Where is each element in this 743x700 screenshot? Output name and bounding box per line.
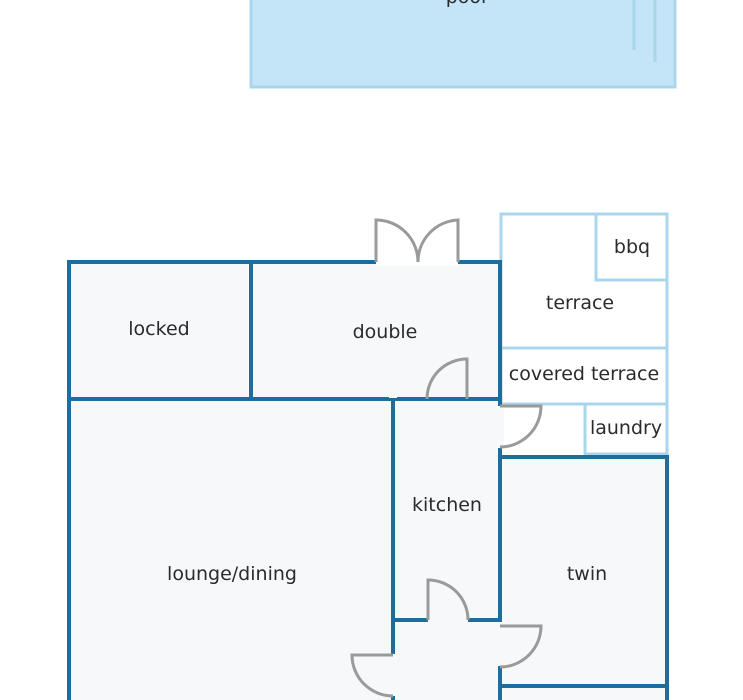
room-double: [249, 260, 502, 401]
kitchen-door-swing: [425, 357, 469, 400]
locked-label: locked: [128, 318, 189, 340]
door-swings: [350, 218, 543, 698]
double-label: double: [353, 321, 418, 343]
laundry-area: [583, 402, 669, 456]
terrace-label: terrace: [546, 292, 614, 314]
room-labels: locked double terrace bbq covered terrac…: [128, 236, 662, 585]
bbq-label: bbq: [614, 236, 650, 258]
outdoor-areas: [499, 212, 669, 456]
french-door-left-swing: [374, 218, 420, 263]
laundry-label: laundry: [590, 417, 662, 439]
kitchen-door-gap: [389, 356, 397, 398]
rooms: [67, 260, 669, 700]
bbq-area: [594, 212, 669, 282]
twin-label: twin: [567, 563, 607, 585]
pool-label: pool: [446, 0, 487, 8]
pool-water: [249, 0, 677, 89]
hallway-left-door-swing: [350, 653, 394, 698]
room-twin: [498, 455, 669, 688]
covered-terrace-label: covered terrace: [509, 363, 659, 385]
twin-door-swing: [499, 624, 543, 669]
room-bottom-right: [498, 684, 669, 700]
hallway-top-door-gap: [428, 616, 468, 624]
hallway-left-door-gap: [389, 654, 397, 696]
hallway-top-door-swing: [426, 578, 470, 621]
french-door-right-swing: [416, 218, 460, 263]
kitchen-side-door-gap: [496, 406, 504, 448]
twin-door-gap: [496, 622, 504, 666]
room-hallway: [391, 618, 502, 700]
lounge-dining-label: lounge/dining: [167, 563, 297, 585]
room-lounge-dining: [67, 397, 395, 700]
kitchen-side-door-swing: [499, 404, 543, 449]
pool: pool: [249, 0, 677, 89]
kitchen-label: kitchen: [412, 494, 482, 516]
